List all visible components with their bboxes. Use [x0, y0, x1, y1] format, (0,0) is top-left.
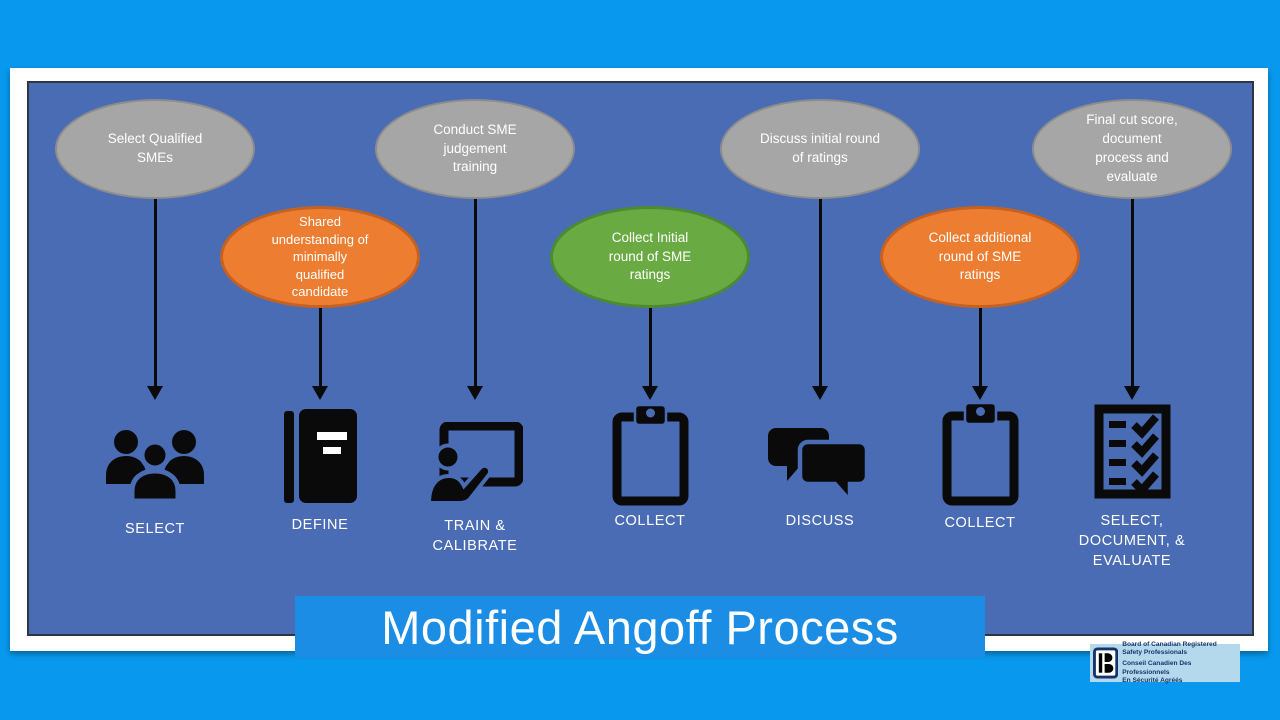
step-bubble: Conduct SME judgement training: [375, 99, 575, 199]
step-label: SELECT, DOCUMENT, & EVALUATE: [1078, 513, 1186, 569]
bubble-text: Final cut score, document process and ev…: [1086, 112, 1178, 184]
step-train-calibrate: Conduct SME judgement training TRAIN & C…: [375, 0, 575, 720]
step-bubble: Discuss initial round of ratings: [720, 99, 920, 199]
step-label: DEFINE: [291, 517, 349, 533]
checklist-icon: [1032, 404, 1232, 499]
step-bubble: Select Qualified SMEs: [55, 99, 255, 199]
logo-line: Safety Professionals: [1122, 649, 1188, 657]
step-bubble: Shared understanding of minimally qualif…: [220, 206, 420, 308]
step-label: COLLECT: [944, 515, 1016, 531]
step-select-document-evaluate: Final cut score, document process and ev…: [1032, 0, 1232, 720]
logo-line: Board of Canadian Registered: [1122, 640, 1217, 648]
clipboard-icon: [550, 404, 750, 506]
step-bubble: Collect Initial round of SME ratings: [550, 206, 750, 308]
logo-line: En Sécurité Agréés: [1122, 676, 1183, 684]
step-select: Select Qualified SMEs SELECT: [55, 0, 255, 720]
bcrsp-logo-text: Board of Canadian Registered Safety Prof…: [1122, 641, 1237, 685]
step-label: TRAIN & CALIBRATE: [432, 518, 518, 554]
notebook-icon: [220, 409, 420, 505]
step-collect-initial: Collect Initial round of SME ratings COL…: [550, 0, 750, 720]
step-bubble: Final cut score, document process and ev…: [1032, 99, 1232, 199]
speech-bubbles-icon: [720, 424, 920, 504]
bcrsp-emblem-icon: [1093, 647, 1119, 679]
step-define: Shared understanding of minimally qualif…: [220, 0, 420, 720]
step-discuss: Discuss initial round of ratings DISCUSS: [720, 0, 920, 720]
clipboard-icon: [880, 402, 1080, 506]
step-collect-additional: Collect additional round of SME ratings …: [880, 0, 1080, 720]
step-label: SELECT: [124, 521, 185, 537]
bubble-text: Conduct SME judgement training: [433, 121, 517, 175]
people-group-icon: [55, 427, 255, 503]
bcrsp-logo: Board of Canadian Registered Safety Prof…: [1090, 641, 1240, 685]
bubble-text: Discuss initial round of ratings: [759, 131, 881, 165]
bubble-text: Select Qualified SMEs: [107, 131, 203, 165]
presenter-whiteboard-icon: [375, 422, 575, 505]
logo-line: Conseil Canadien Des Professionnels: [1122, 660, 1192, 676]
slide-title-banner: Modified Angoff Process: [295, 596, 985, 658]
slide-title: Modified Angoff Process: [381, 600, 899, 654]
bubble-text: Collect Initial round of SME ratings: [608, 229, 692, 283]
bubble-text: Shared understanding of minimally qualif…: [271, 214, 369, 300]
bubble-text: Collect additional round of SME ratings: [928, 229, 1032, 283]
step-bubble: Collect additional round of SME ratings: [880, 206, 1080, 308]
step-label: DISCUSS: [785, 513, 855, 529]
step-label: COLLECT: [614, 513, 686, 529]
